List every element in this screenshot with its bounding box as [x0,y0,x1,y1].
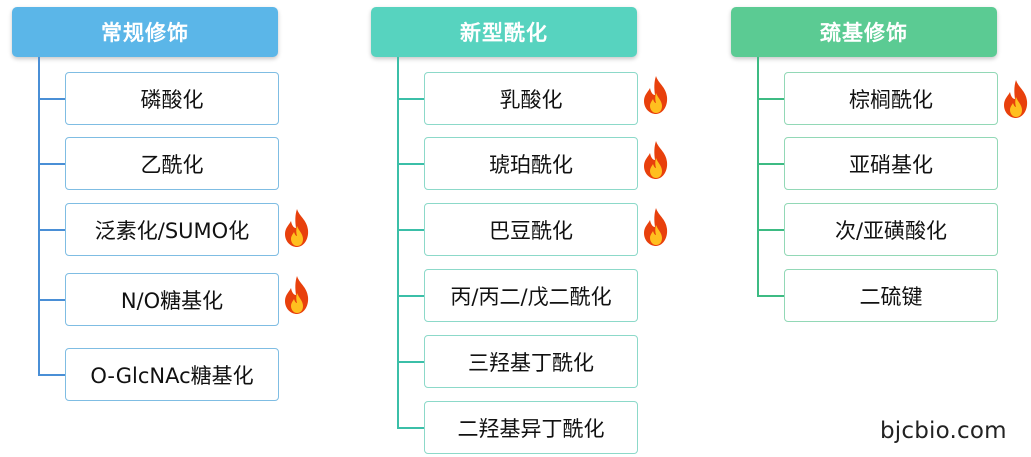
column-header: 常规修饰 [12,7,278,57]
list-item[interactable]: 丙/丙二/戊二酰化 [424,269,638,322]
tree-branch-line [38,229,65,231]
fire-icon [285,209,309,247]
list-item[interactable]: 次/亚磺酸化 [784,203,998,256]
tree-branch-line [397,427,424,429]
list-item[interactable]: 二羟基异丁酰化 [424,401,638,454]
tree-trunk-line [397,57,399,428]
item-label: 二羟基异丁酰化 [457,416,605,441]
list-item[interactable]: 亚硝基化 [784,137,998,190]
watermark: bjcbio.com [880,418,1007,444]
fire-icon [644,141,668,179]
item-label: 次/亚磺酸化 [834,218,948,243]
list-item[interactable]: 巴豆酰化 [424,203,638,256]
list-item[interactable]: 乙酰化 [65,137,279,190]
list-item[interactable]: 琥珀酰化 [424,137,638,190]
item-label: 泛素化/SUMO化 [94,218,250,243]
item-label: 乳酸化 [499,87,563,112]
tree-branch-line [38,98,65,100]
fire-icon [644,76,668,114]
tree-branch-line [38,299,65,301]
list-item[interactable]: 乳酸化 [424,72,638,125]
tree-branch-line [757,295,784,297]
item-label: 二硫键 [859,284,923,309]
item-label: 磷酸化 [140,87,204,112]
list-item[interactable]: O-GlcNAc糖基化 [65,348,279,401]
list-item[interactable]: 棕榈酰化 [784,72,998,125]
fire-icon [1004,80,1028,118]
tree-branch-line [38,163,65,165]
tree-trunk-line [38,57,40,376]
fire-icon [285,276,309,314]
tree-branch-line [397,295,424,297]
tree-branch-line [397,229,424,231]
item-label: 乙酰化 [140,152,204,177]
item-label: 三羟基丁酰化 [468,350,594,375]
item-label: 巴豆酰化 [489,218,573,243]
list-item[interactable]: 二硫键 [784,269,998,322]
tree-branch-line [397,361,424,363]
item-label: N/O糖基化 [120,288,224,313]
tree-branch-line [757,229,784,231]
tree-branch-line [38,374,65,376]
tree-branch-line [757,163,784,165]
tree-trunk-line [757,57,759,296]
fire-icon [644,208,668,246]
tree-branch-line [397,163,424,165]
list-item[interactable]: 三羟基丁酰化 [424,335,638,388]
list-item[interactable]: N/O糖基化 [65,273,279,326]
list-item[interactable]: 磷酸化 [65,72,279,125]
item-label: 琥珀酰化 [489,152,573,177]
tree-branch-line [397,98,424,100]
item-label: 丙/丙二/戊二酰化 [450,284,612,309]
tree-branch-line [757,98,784,100]
column-header: 新型酰化 [371,7,637,57]
item-label: 棕榈酰化 [849,87,933,112]
item-label: 亚硝基化 [849,152,933,177]
list-item[interactable]: 泛素化/SUMO化 [65,203,279,256]
column-header: 巯基修饰 [731,7,997,57]
item-label: O-GlcNAc糖基化 [90,363,254,388]
